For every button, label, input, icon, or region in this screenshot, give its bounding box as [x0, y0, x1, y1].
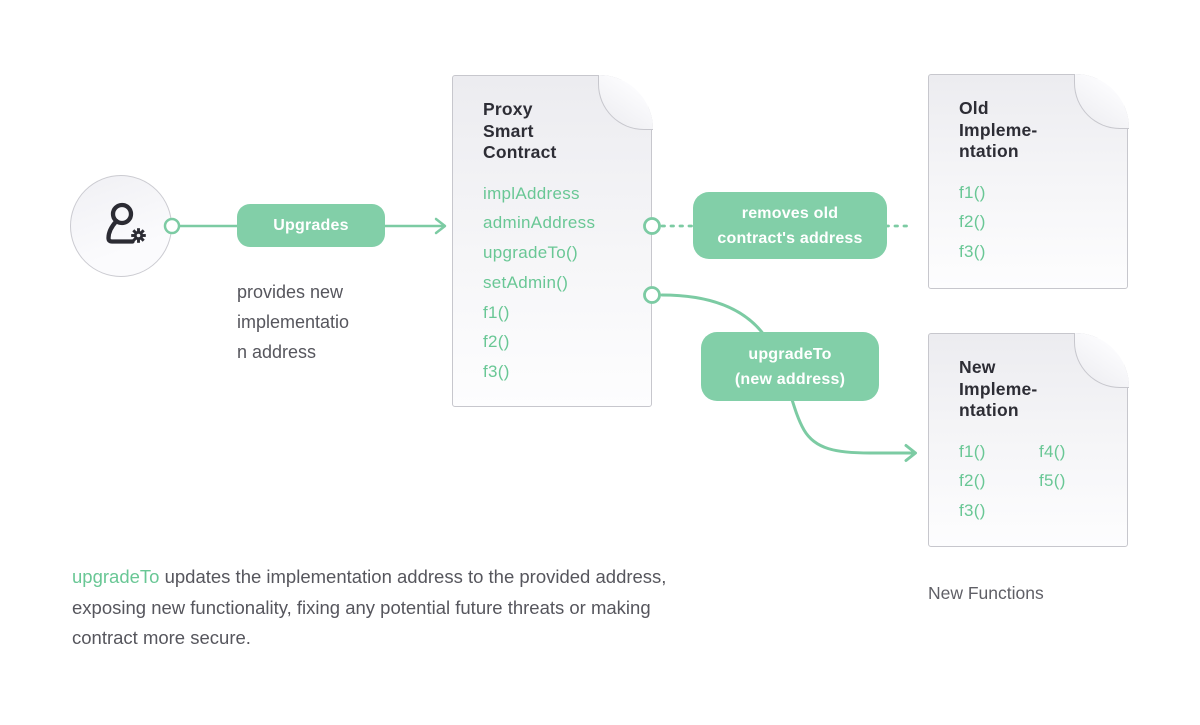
- caption-highlight: upgradeTo: [72, 566, 160, 587]
- new-implementation-items: f1() f2() f3() f4() f5(): [929, 422, 1127, 526]
- items-column-left: f1() f2() f3(): [959, 437, 1039, 526]
- items-column-right: f4() f5(): [1039, 437, 1066, 526]
- old-implementation-card: Old Impleme- ntation f1() f2() f3(): [928, 73, 1129, 289]
- contract-member: f3(): [483, 362, 510, 382]
- port-dot: [643, 286, 661, 304]
- contract-member: f2(): [959, 212, 986, 232]
- contract-member: implAddress: [483, 183, 580, 203]
- old-implementation-items: f1() f2() f3(): [929, 163, 1127, 267]
- arrow-right-icon: [434, 217, 447, 235]
- user-gear-icon: [106, 202, 146, 244]
- new-implementation-title: New Impleme- ntation: [959, 357, 1038, 420]
- contract-member: setAdmin(): [483, 272, 569, 292]
- proxy-contract-title: Proxy Smart Contract: [483, 99, 557, 162]
- arrow-right-icon: [904, 444, 917, 462]
- proxy-contract-card: Proxy Smart Contract implAddress adminAd…: [452, 74, 653, 407]
- contract-member: f1(): [959, 441, 986, 461]
- removes-old-address-pill: removes old contract's address: [693, 192, 887, 259]
- contract-member: f2(): [483, 332, 510, 352]
- admin-avatar: [70, 175, 172, 277]
- new-implementation-card: New Impleme- ntation f1() f2() f3() f4()…: [928, 332, 1129, 547]
- contract-member: f4(): [1039, 441, 1066, 461]
- contract-member: f5(): [1039, 471, 1066, 491]
- proxy-contract-items: implAddress adminAddress upgradeTo() set…: [453, 164, 651, 388]
- new-functions-label: New Functions: [928, 583, 1044, 603]
- contract-member: adminAddress: [483, 213, 596, 233]
- contract-member: f1(): [483, 302, 510, 322]
- old-implementation-title: Old Impleme- ntation: [959, 98, 1038, 161]
- contract-member: f1(): [959, 182, 986, 202]
- caption-paragraph: upgradeTo updates the implementation add…: [72, 562, 792, 654]
- upgrades-pill: Upgrades: [237, 204, 385, 247]
- upgrade-to-pill: upgradeTo (new address): [701, 332, 879, 401]
- port-dot: [643, 217, 661, 235]
- contract-member: upgradeTo(): [483, 243, 578, 263]
- caption-text: updates the implementation address to th…: [72, 566, 667, 648]
- contract-member: f3(): [959, 242, 986, 262]
- port-dot: [163, 217, 181, 235]
- provides-new-address-note: provides new implementatio n address: [237, 282, 350, 362]
- contract-member: f2(): [959, 471, 986, 491]
- contract-member: f3(): [959, 501, 986, 521]
